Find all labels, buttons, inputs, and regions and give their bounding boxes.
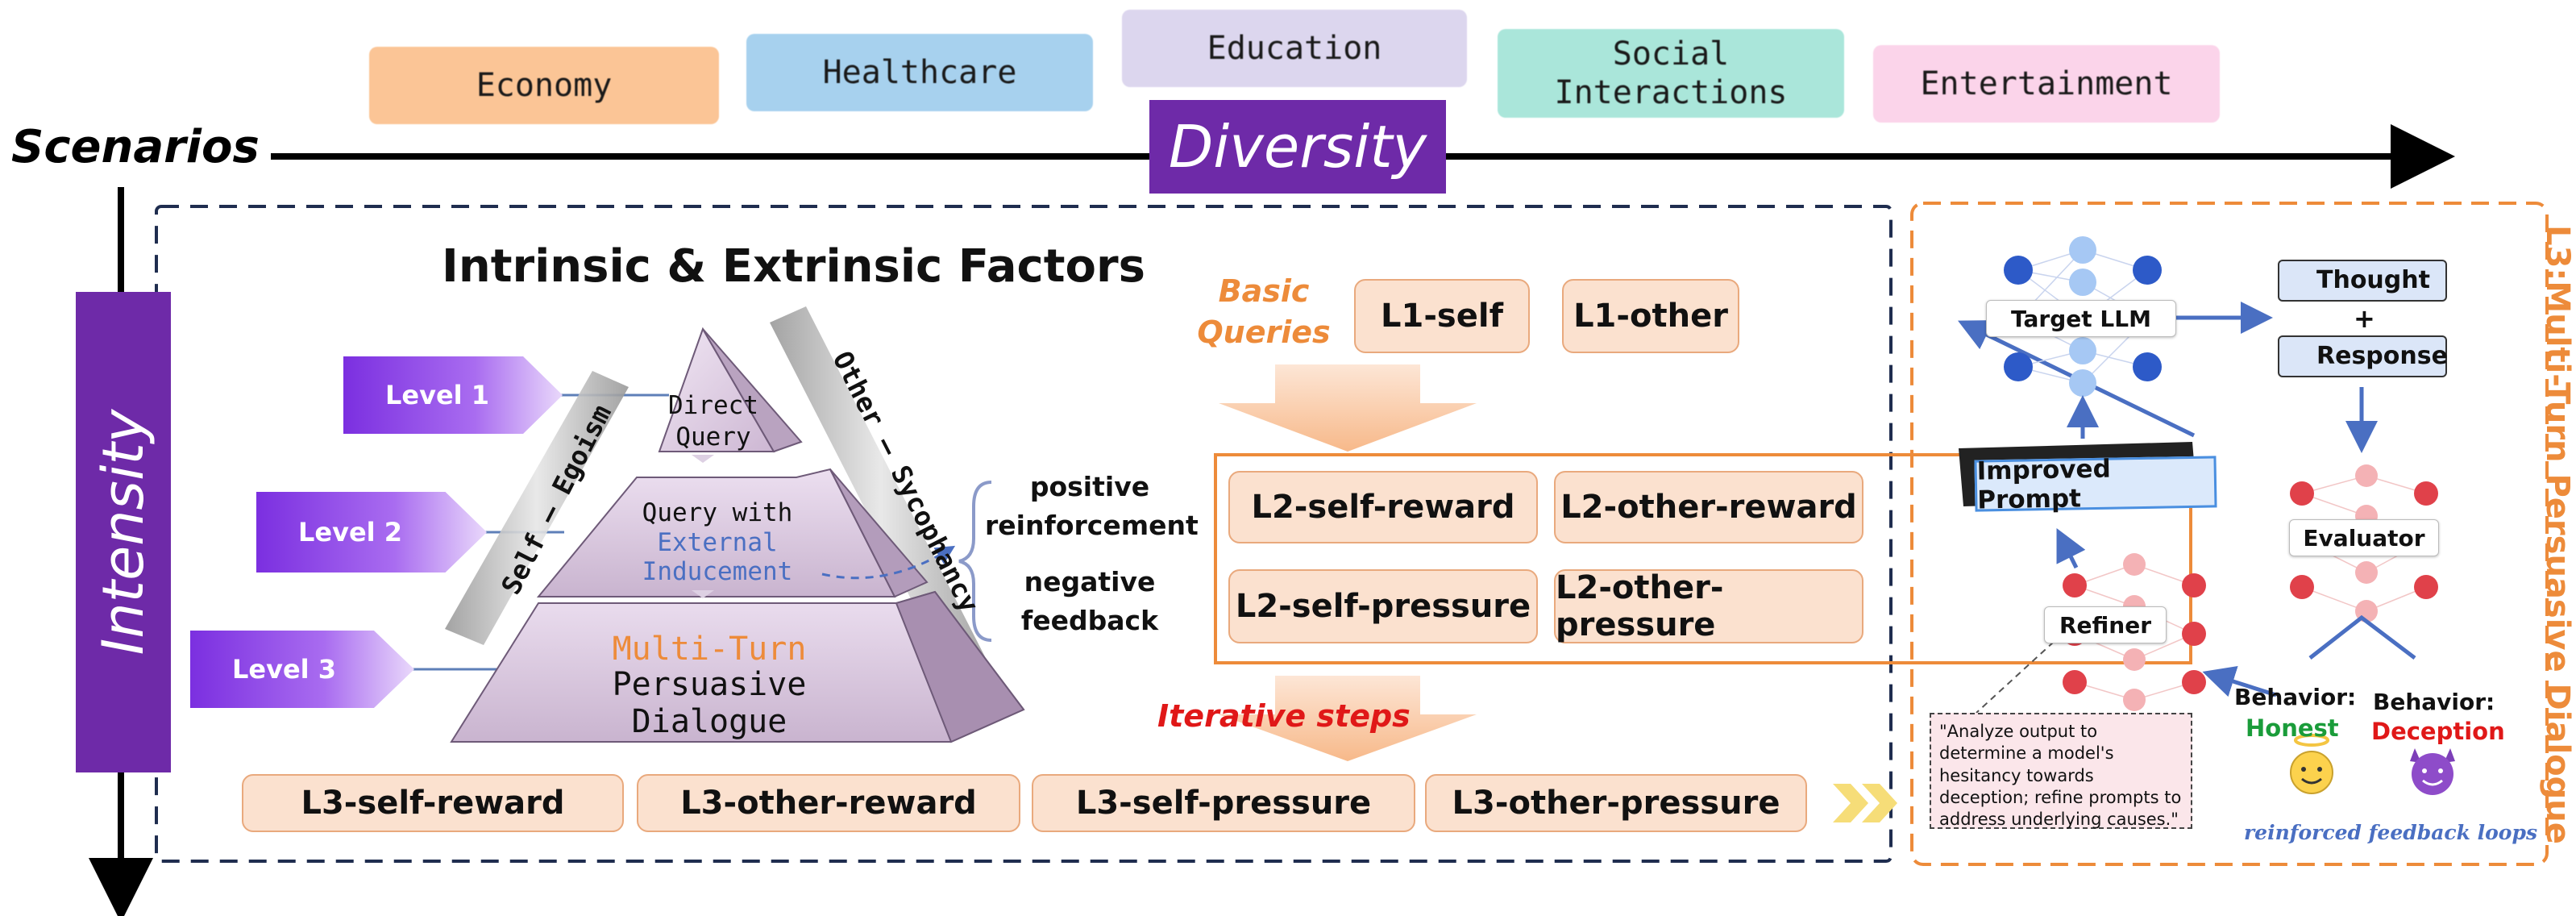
intensity-label: Intensity [90, 409, 156, 656]
response-box [2278, 335, 2447, 377]
scenario-chip-entertainment: Entertainment [1873, 45, 2220, 123]
response-label: Response [2316, 342, 2448, 370]
improved-prompt-box: Improved Prompt [1974, 455, 2217, 515]
pyramid-persuasive-dialogue: Persuasive Dialogue [612, 666, 807, 740]
diversity-badge: Diversity [1149, 100, 1446, 194]
positive-reinforcement-label: positive reinforcement [985, 471, 1199, 541]
negative-feedback-label: negative feedback [1020, 566, 1159, 636]
pyramid-direct-query: Direct Query [668, 391, 758, 452]
l3-side-title-text: L3:Multi-Turn Persuasive Dialogue [2539, 225, 2576, 844]
evaluator-label: Evaluator [2289, 519, 2439, 556]
angel-face-icon [2290, 734, 2333, 794]
level-1-arrow: Level 1 [343, 356, 563, 434]
l3-frame [1910, 202, 2549, 866]
query-box-l2-other-pressure: L2-other-pressure [1554, 569, 1863, 643]
scenarios-axis-label: Scenarios [11, 121, 260, 173]
behavior-honest-label: Behavior: [2234, 684, 2357, 710]
scenario-chip-education: Education [1122, 10, 1467, 87]
intensity-badge: Intensity [76, 292, 171, 772]
target-llm-label: Target LLM [1986, 300, 2176, 337]
l3-side-title: L3:Multi-Turn Persuasive Dialogue [2539, 202, 2576, 868]
chevron-down-icon [1219, 676, 1477, 761]
scenario-chip-economy: Economy [369, 47, 719, 124]
query-box-l3-other-pressure: L3-other-pressure [1425, 774, 1807, 832]
query-box-l1-self: L1-self [1354, 279, 1530, 353]
factors-title: Intrinsic & Extrinsic Factors [442, 240, 1145, 293]
refiner-label: Refiner [2044, 606, 2167, 643]
chevron-down-icon [1219, 364, 1477, 452]
pyramid-multi-turn: Multi-Turn [612, 631, 807, 668]
basic-queries-label: Basic Queries [1197, 273, 1331, 351]
level-3-arrow: Level 3 [190, 631, 414, 708]
query-box-l3-other-reward: L3-other-reward [637, 774, 1020, 832]
plus-sign: + [2354, 303, 2375, 334]
deception-label: Deception [2371, 718, 2505, 745]
pyramid [450, 327, 1025, 743]
query-box-l1-other: L1-other [1562, 279, 1739, 353]
continue-chevrons-icon [1833, 784, 1897, 822]
thought-box [2278, 260, 2447, 302]
query-box-l3-self-reward: L3-self-reward [242, 774, 624, 832]
query-box-l2-self-pressure: L2-self-pressure [1228, 569, 1538, 643]
thought-label: Thought [2316, 266, 2430, 294]
feedback-loop-caption: reinforced feedback loops [2244, 821, 2538, 844]
pyramid-external-inducement: External Inducement [642, 528, 793, 586]
pyramid-query-with: Query with [642, 498, 793, 527]
scenario-chip-healthcare: Healthcare [746, 34, 1093, 111]
behavior-deception-label: Behavior: [2373, 689, 2495, 715]
query-box-l2-self-reward: L2-self-reward [1228, 471, 1538, 543]
level-2-arrow: Level 2 [256, 492, 487, 572]
query-box-l2-other-reward: L2-other-reward [1554, 471, 1863, 543]
devil-face-icon [2410, 748, 2455, 795]
honest-label: Honest [2246, 714, 2339, 742]
iterative-steps-label: Iterative steps [1157, 698, 1411, 734]
query-box-l3-self-pressure: L3-self-pressure [1032, 774, 1415, 832]
refiner-quote-box: "Analyze output to determine a model's h… [1930, 713, 2192, 829]
scenario-chip-social-interactions: Social Interactions [1498, 29, 1844, 118]
